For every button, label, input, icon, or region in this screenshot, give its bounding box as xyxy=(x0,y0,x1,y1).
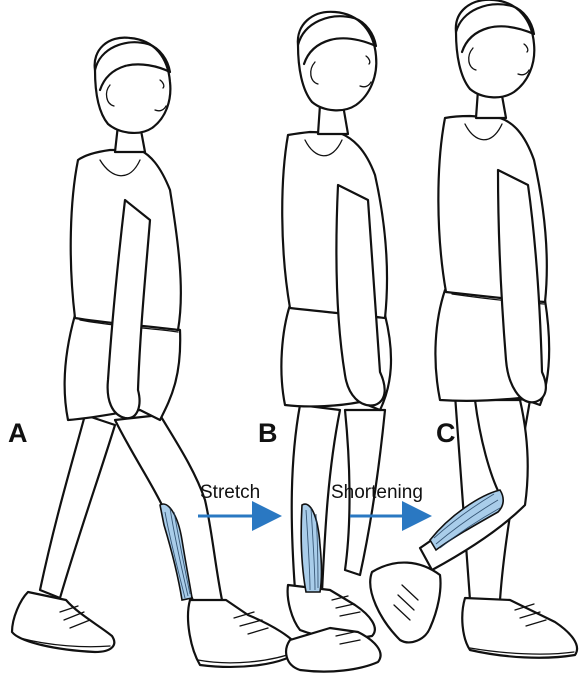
panel-label-b: B xyxy=(258,420,278,447)
panel-label-c: C xyxy=(436,420,456,447)
shoe-stand-c xyxy=(462,598,577,658)
shortening-label: Shortening xyxy=(331,483,423,502)
shoe-front-a xyxy=(188,600,300,667)
shoe-back-a xyxy=(12,592,114,652)
panel-label-a: A xyxy=(8,420,28,447)
figure-a xyxy=(12,38,300,667)
figure-c xyxy=(370,0,577,658)
stretch-label: Stretch xyxy=(200,483,260,502)
shoe-swing-c xyxy=(370,563,440,643)
